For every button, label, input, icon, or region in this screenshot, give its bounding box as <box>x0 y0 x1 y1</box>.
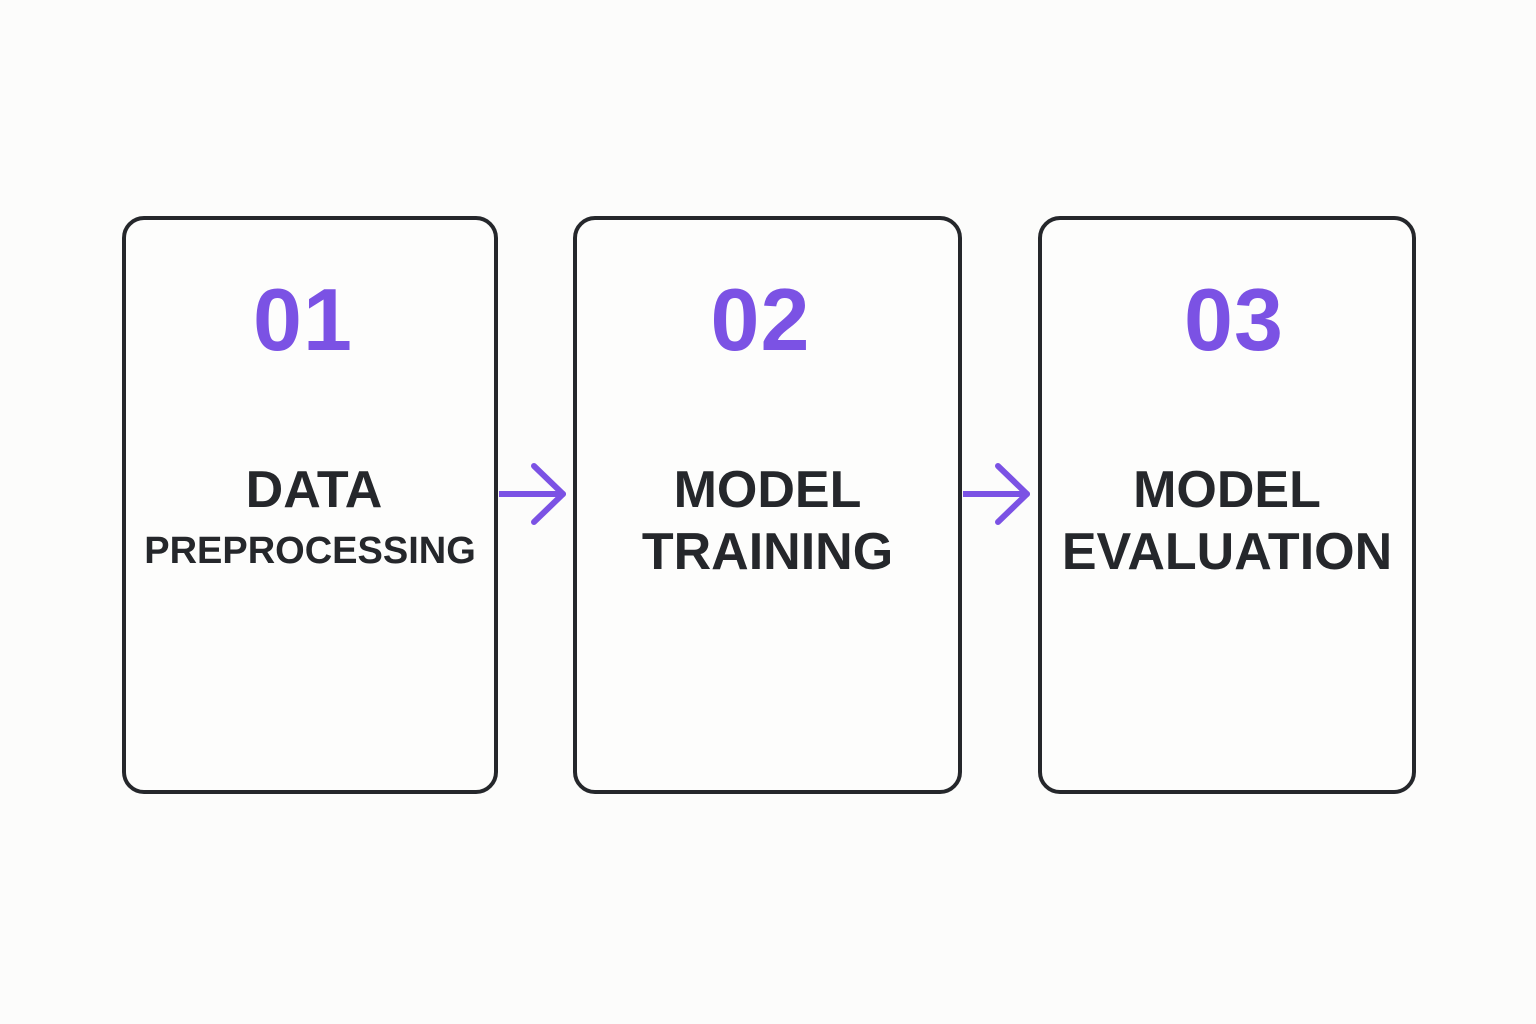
step-number: 02 <box>710 270 811 369</box>
step-title-line-1: MODEL <box>1133 461 1321 519</box>
step-card-data-preprocessing: 01 DATA PREPROCESSING <box>122 216 498 794</box>
arrow-right-icon <box>963 463 1030 525</box>
step-number: 01 <box>253 270 353 369</box>
step-title-line-2: TRAINING <box>641 523 894 581</box>
step-title-line-1: MODEL <box>673 461 862 519</box>
arrow-right-icon <box>499 463 566 525</box>
step-title-line-1: DATA <box>245 461 383 519</box>
step-number: 03 <box>1184 270 1284 369</box>
step-card-model-training: 02 MODEL TRAINING <box>573 216 962 794</box>
step-title-line-2: PREPROCESSING <box>144 530 476 572</box>
step-title-line-2: EVALUATION <box>1061 523 1393 581</box>
step-card-model-evaluation: 03 MODEL EVALUATION <box>1038 216 1416 794</box>
